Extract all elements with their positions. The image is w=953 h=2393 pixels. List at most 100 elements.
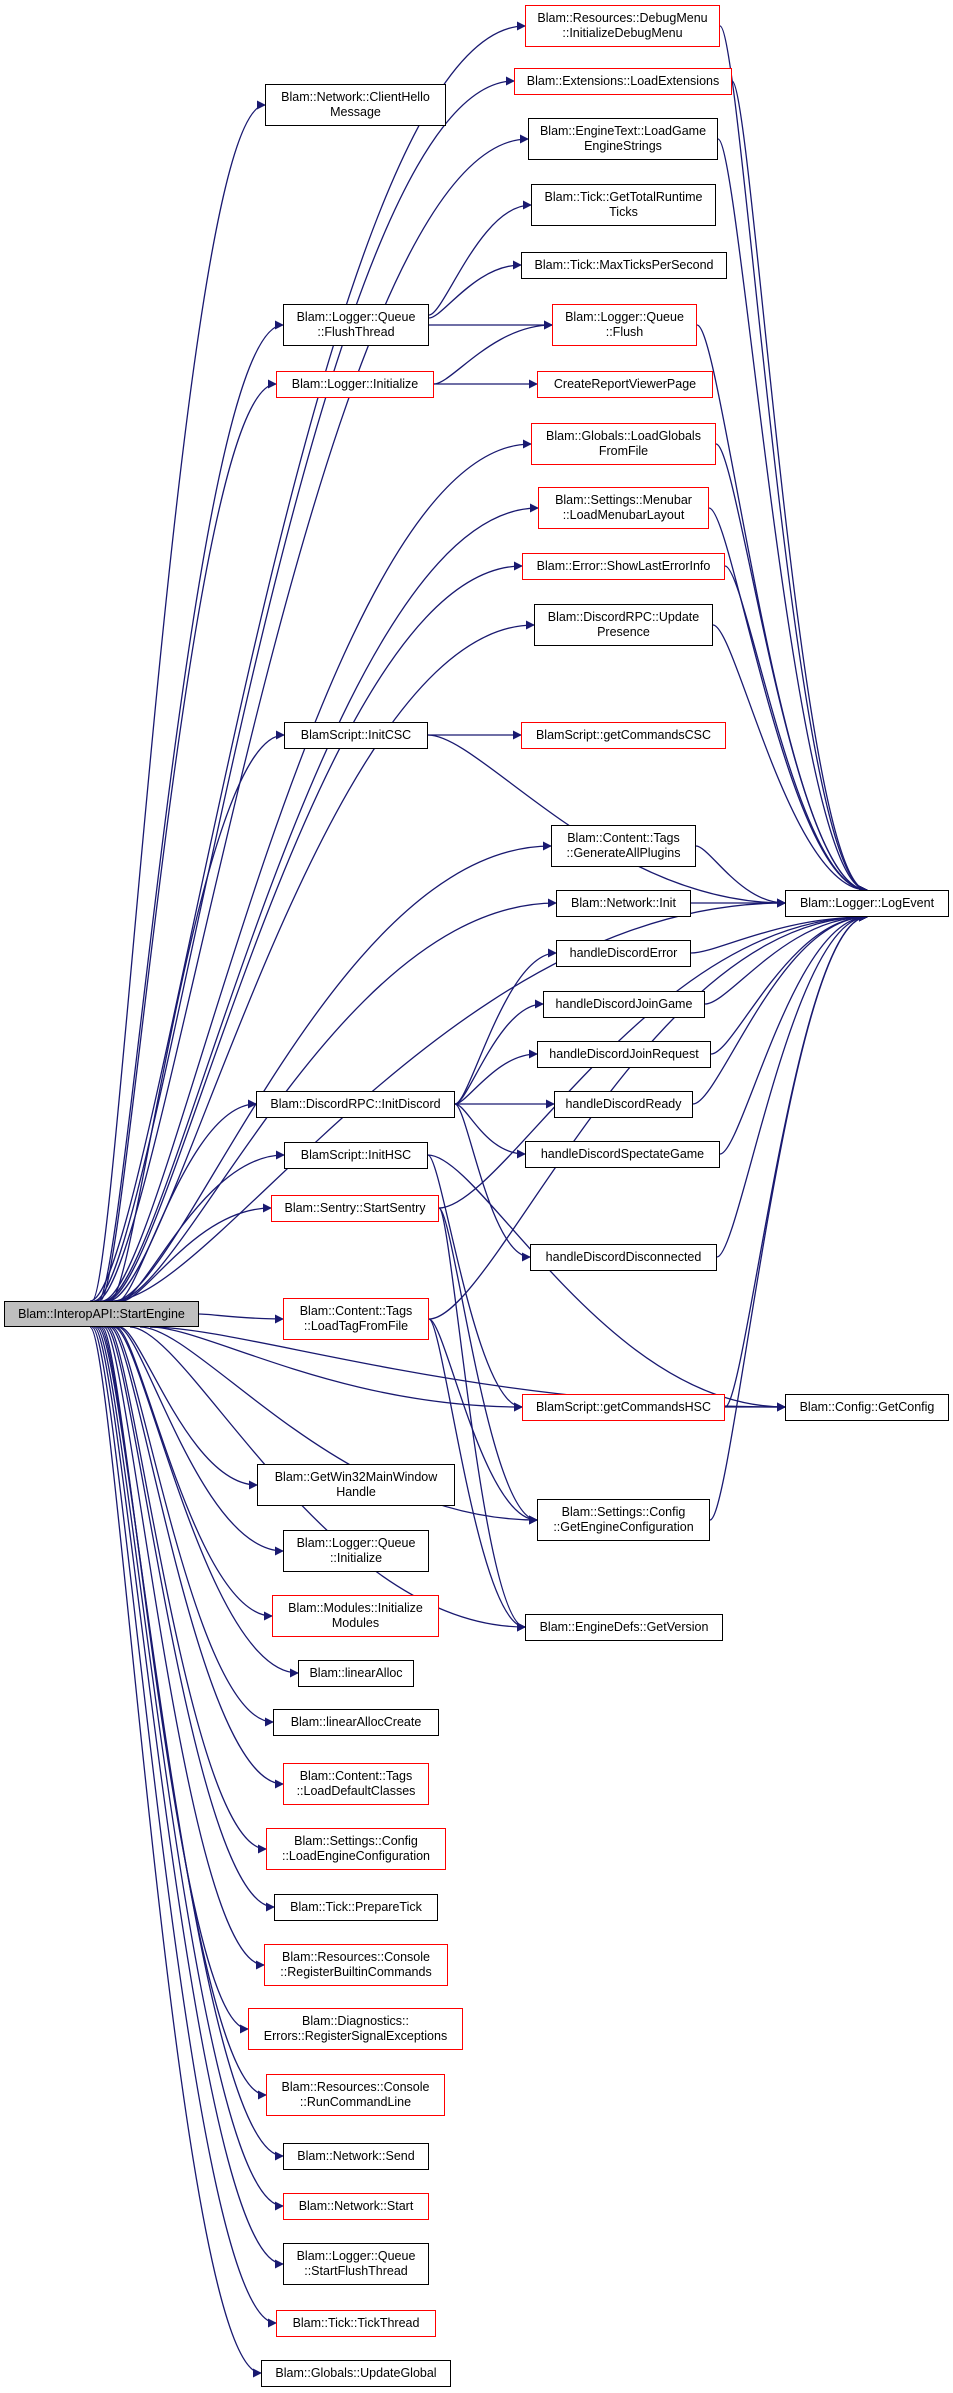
edge-55 (428, 1318, 538, 1525)
edge-60 (717, 138, 868, 895)
node-netstart[interactable]: Blam::Network::Start (283, 2193, 429, 2220)
edge-69 (704, 912, 868, 1005)
edge-15 (119, 1150, 285, 1302)
node-loadext[interactable]: Blam::Extensions::LoadExtensions (514, 68, 732, 95)
edge-1 (91, 100, 266, 1302)
node-runcmdline[interactable]: Blam::Resources::Console ::RunCommandLin… (266, 2074, 445, 2116)
edge-64 (724, 565, 868, 895)
edge-29 (105, 1326, 275, 1912)
node-showerror[interactable]: Blam::Error::ShowLastErrorInfo (522, 553, 725, 580)
node-sentry[interactable]: Blam::Sentry::StartSentry (271, 1195, 439, 1222)
edge-39 (428, 260, 522, 319)
node-getversion[interactable]: Blam::EngineDefs::GetVersion (525, 1614, 723, 1641)
node-registersignal[interactable]: Blam::Diagnostics:: Errors::RegisterSign… (248, 2008, 463, 2050)
node-loaddefault[interactable]: Blam::Content::Tags ::LoadDefaultClasses (283, 1763, 429, 1805)
edge-12 (113, 841, 552, 1302)
node-debugmenu[interactable]: Blam::Resources::DebugMenu ::InitializeD… (525, 5, 720, 47)
node-getcmdcsc[interactable]: BlamScript::getCommandsCSC (521, 722, 726, 749)
node-getengineconfig[interactable]: Blam::Settings::Config ::GetEngineConfig… (537, 1499, 710, 1541)
node-loadengineconfig[interactable]: Blam::Settings::Config ::LoadEngineConfi… (266, 1828, 446, 1870)
edge-45 (454, 948, 557, 1105)
edge-53 (438, 1207, 538, 1525)
edge-59 (731, 80, 868, 895)
edge-14 (117, 1099, 257, 1302)
edge-22 (117, 1326, 284, 1556)
node-modulesinit[interactable]: Blam::Modules::Initialize Modules (272, 1595, 439, 1637)
node-flushthread[interactable]: Blam::Logger::Queue ::FlushThread (283, 304, 429, 346)
node-updatepresence[interactable]: Blam::DiscordRPC::Update Presence (534, 604, 713, 646)
node-netsend[interactable]: Blam::Network::Send (283, 2143, 429, 2170)
edge-7 (103, 503, 539, 1302)
node-genplugins[interactable]: Blam::Content::Tags ::GenerateAllPlugins (551, 825, 696, 867)
node-discorderror[interactable]: handleDiscordError (556, 940, 691, 967)
node-win32handle[interactable]: Blam::GetWin32MainWindow Handle (257, 1464, 455, 1506)
edge-2 (93, 76, 515, 1302)
edge-34 (95, 1326, 284, 2211)
edge-28 (107, 1326, 267, 1854)
edge-51 (427, 1154, 523, 1412)
node-loadglobals[interactable]: Blam::Globals::LoadGlobals FromFile (531, 423, 716, 465)
edge-72 (719, 912, 868, 1155)
node-disconnected[interactable]: handleDiscordDisconnected (530, 1244, 717, 1271)
edge-3 (95, 134, 529, 1302)
node-updateglobal[interactable]: Blam::Globals::UpdateGlobal (261, 2360, 451, 2387)
edge-35 (93, 1326, 284, 2269)
node-queueinit[interactable]: Blam::Logger::Queue ::Initialize (283, 1530, 429, 1572)
edge-21 (139, 1326, 538, 1525)
node-start-engine: Blam::InteropAPI::StartEngine (4, 1301, 199, 1327)
node-netinit[interactable]: Blam::Network::Init (556, 890, 691, 917)
node-getconfig[interactable]: Blam::Config::GetConfig (785, 1394, 949, 1421)
node-inithsc[interactable]: BlamScript::InitHSC (284, 1142, 428, 1169)
node-tickthread[interactable]: Blam::Tick::TickThread (276, 2310, 436, 2337)
edge-47 (454, 1049, 538, 1105)
node-clienthello[interactable]: Blam::Network::ClientHello Message (265, 84, 446, 126)
edge-56 (428, 1318, 526, 1632)
edge-5 (99, 379, 277, 1302)
node-discordjoingame[interactable]: handleDiscordJoinGame (543, 991, 705, 1018)
edge-25 (113, 1326, 299, 1678)
edge-17 (198, 1313, 284, 1324)
node-linearalloc[interactable]: Blam::linearAlloc (298, 1660, 414, 1687)
edge-74 (724, 912, 868, 1408)
node-spectate[interactable]: handleDiscordSpectateGame (525, 1141, 720, 1168)
node-totalruntime[interactable]: Blam::Tick::GetTotalRuntime Ticks (531, 184, 716, 226)
edge-37 (89, 1326, 262, 2378)
edge-6 (101, 439, 532, 1302)
edge-62 (715, 443, 868, 895)
node-loggerinit[interactable]: Blam::Logger::Initialize (276, 371, 434, 398)
edge-50 (454, 1103, 531, 1262)
edge-36 (91, 1326, 277, 2328)
node-preparetick[interactable]: Blam::Tick::PrepareTick (274, 1894, 438, 1921)
node-menubar[interactable]: Blam::Settings::Menubar ::LoadMenubarLay… (538, 487, 709, 529)
edge-33 (97, 1326, 284, 2161)
node-discordready[interactable]: handleDiscordReady (554, 1091, 693, 1118)
node-initcsc[interactable]: BlamScript::InitCSC (284, 722, 428, 749)
node-logevent[interactable]: Blam::Logger::LogEvent (785, 890, 949, 917)
edge-44 (427, 734, 786, 908)
node-flush[interactable]: Blam::Logger::Queue ::Flush (552, 304, 697, 346)
node-getcmdhsc[interactable]: BlamScript::getCommandsHSC (522, 1394, 725, 1421)
node-loadtag[interactable]: Blam::Content::Tags ::LoadTagFromFile (283, 1298, 429, 1340)
edge-58 (719, 25, 868, 895)
edge-23 (115, 1326, 273, 1621)
node-reportviewer[interactable]: CreateReportViewerPage (537, 371, 713, 398)
edge-26 (111, 1326, 274, 1727)
edge-49 (454, 1103, 526, 1159)
node-startflush[interactable]: Blam::Logger::Queue ::StartFlushThread (283, 2243, 429, 2285)
node-linearalloccreate[interactable]: Blam::linearAllocCreate (273, 1709, 439, 1736)
node-loadgamestrings[interactable]: Blam::EngineText::LoadGame EngineStrings (528, 118, 718, 160)
node-discordinit[interactable]: Blam::DiscordRPC::InitDiscord (256, 1091, 455, 1118)
edge-73 (716, 912, 868, 1258)
node-registerbuiltin[interactable]: Blam::Resources::Console ::RegisterBuilt… (264, 1944, 448, 1986)
edge-30 (103, 1326, 265, 1970)
edge-27 (109, 1326, 284, 1789)
edge-8 (105, 561, 523, 1302)
edge-20 (119, 1326, 258, 1490)
node-discordjoinreq[interactable]: handleDiscordJoinRequest (537, 1041, 711, 1068)
edge-65 (712, 624, 868, 895)
node-maxticks[interactable]: Blam::Tick::MaxTicksPerSecond (521, 252, 727, 279)
edge-66 (695, 845, 786, 908)
edge-4 (97, 320, 284, 1302)
edge-10 (109, 730, 285, 1302)
